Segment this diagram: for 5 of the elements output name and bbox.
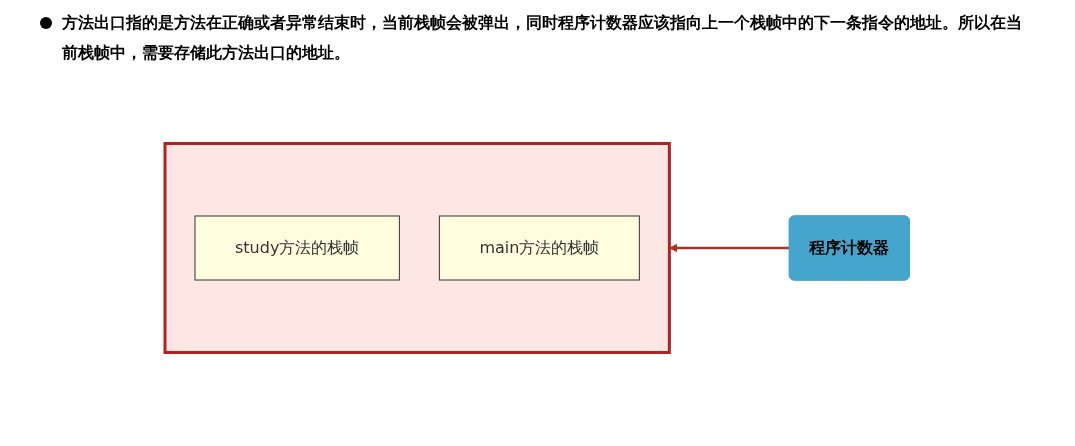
node-box: study方法的栈帧 xyxy=(194,215,401,281)
arrow xyxy=(669,243,790,253)
note-text: 方法出口指的是方法在正确或者异常结束时，当前栈帧会被弹出，同时程序计数器应该指向上一个栈帧中的下一条指令的地址。所以在当前栈帧中，需要存储此方法出口的地址。 xyxy=(62,12,1023,64)
cluster xyxy=(163,142,672,354)
node-box: main方法的栈帧 xyxy=(439,215,641,281)
